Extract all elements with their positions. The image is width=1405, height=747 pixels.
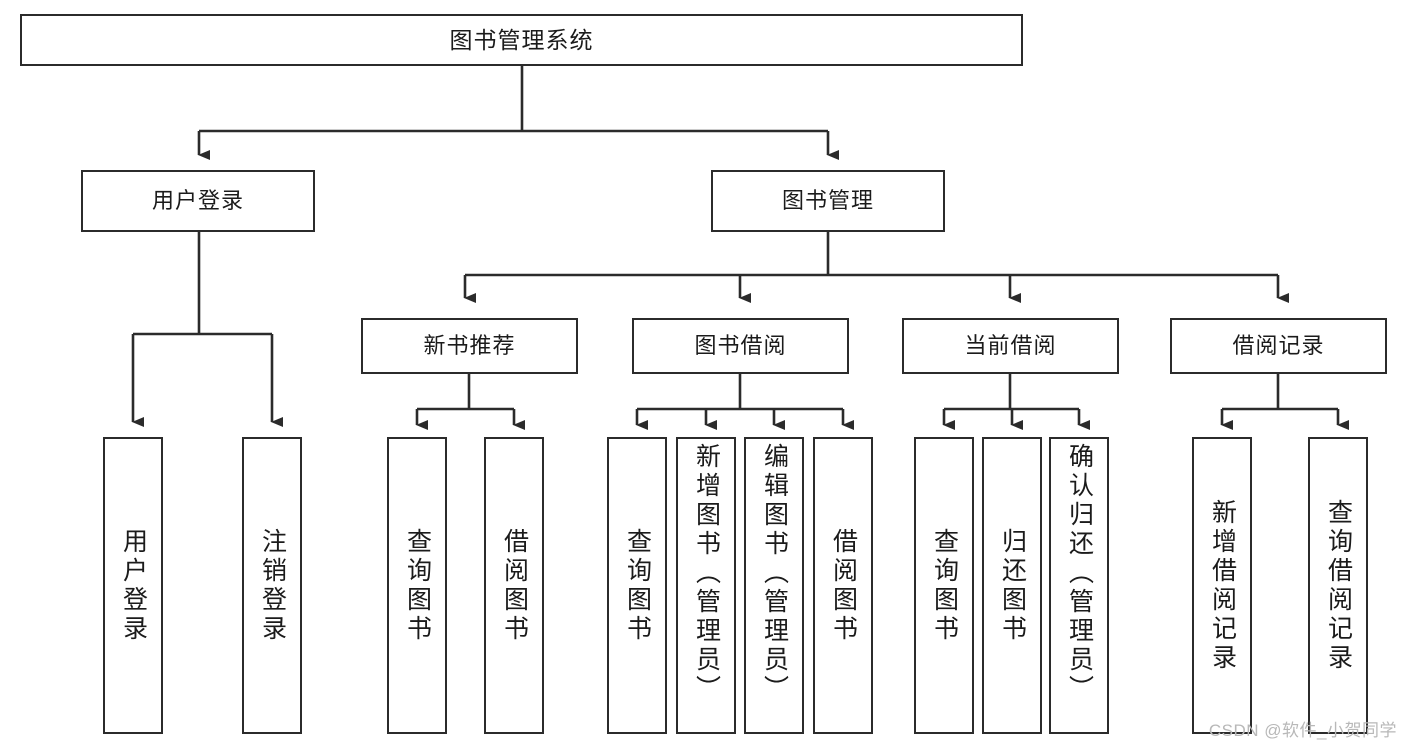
node-label: 借阅记录 xyxy=(1232,333,1325,359)
node-label: 用户登录 xyxy=(151,188,244,214)
node-label: 图书管理 xyxy=(781,188,874,214)
node-current-borrow[interactable]: 当前借阅 xyxy=(902,318,1119,374)
leaf-recommend-query-book[interactable]: 查询图书 xyxy=(387,437,447,734)
leaf-record-add-record[interactable]: 新增借阅记录 xyxy=(1192,437,1252,734)
node-user-login[interactable]: 用户登录 xyxy=(81,170,315,232)
node-label: 查询图书 xyxy=(623,527,652,644)
leaf-current-return-book[interactable]: 归还图书 xyxy=(982,437,1042,734)
node-label: 图书管理系统 xyxy=(449,26,594,53)
leaf-user-logout[interactable]: 注销登录 xyxy=(242,437,302,734)
node-label: 用户登录 xyxy=(119,527,148,644)
node-label: 新书推荐 xyxy=(423,333,516,359)
node-label: 编辑图书（管理员） xyxy=(760,443,789,704)
leaf-borrow-borrow-book[interactable]: 借阅图书 xyxy=(813,437,873,734)
node-label: 图书借阅 xyxy=(694,333,787,359)
node-label: 查询图书 xyxy=(930,527,959,644)
csdn-watermark: CSDN @软件_小贺同学 xyxy=(1208,721,1397,740)
leaf-record-query-record[interactable]: 查询借阅记录 xyxy=(1308,437,1368,734)
node-label: 借阅图书 xyxy=(829,527,858,644)
node-label: 注销登录 xyxy=(258,527,287,644)
leaf-user-login[interactable]: 用户登录 xyxy=(103,437,163,734)
leaf-current-confirm-return-admin[interactable]: 确认归还（管理员） xyxy=(1049,437,1109,734)
leaf-borrow-add-book-admin[interactable]: 新增图书（管理员） xyxy=(676,437,736,734)
node-label: 确认归还（管理员） xyxy=(1065,443,1094,704)
leaf-recommend-borrow-book[interactable]: 借阅图书 xyxy=(484,437,544,734)
node-label: 新增图书（管理员） xyxy=(692,443,721,704)
node-root-system[interactable]: 图书管理系统 xyxy=(20,14,1023,66)
node-book-management[interactable]: 图书管理 xyxy=(711,170,945,232)
leaf-current-query-book[interactable]: 查询图书 xyxy=(914,437,974,734)
node-borrow-record[interactable]: 借阅记录 xyxy=(1170,318,1387,374)
node-label: 查询借阅记录 xyxy=(1324,498,1353,673)
leaf-borrow-edit-book-admin[interactable]: 编辑图书（管理员） xyxy=(744,437,804,734)
node-new-book-recommend[interactable]: 新书推荐 xyxy=(361,318,578,374)
node-label: 借阅图书 xyxy=(500,527,529,644)
leaf-borrow-query-book[interactable]: 查询图书 xyxy=(607,437,667,734)
node-label: 当前借阅 xyxy=(964,333,1057,359)
node-label: 新增借阅记录 xyxy=(1208,498,1237,673)
node-book-borrow[interactable]: 图书借阅 xyxy=(632,318,849,374)
node-label: 归还图书 xyxy=(998,527,1027,644)
node-label: 查询图书 xyxy=(403,527,432,644)
